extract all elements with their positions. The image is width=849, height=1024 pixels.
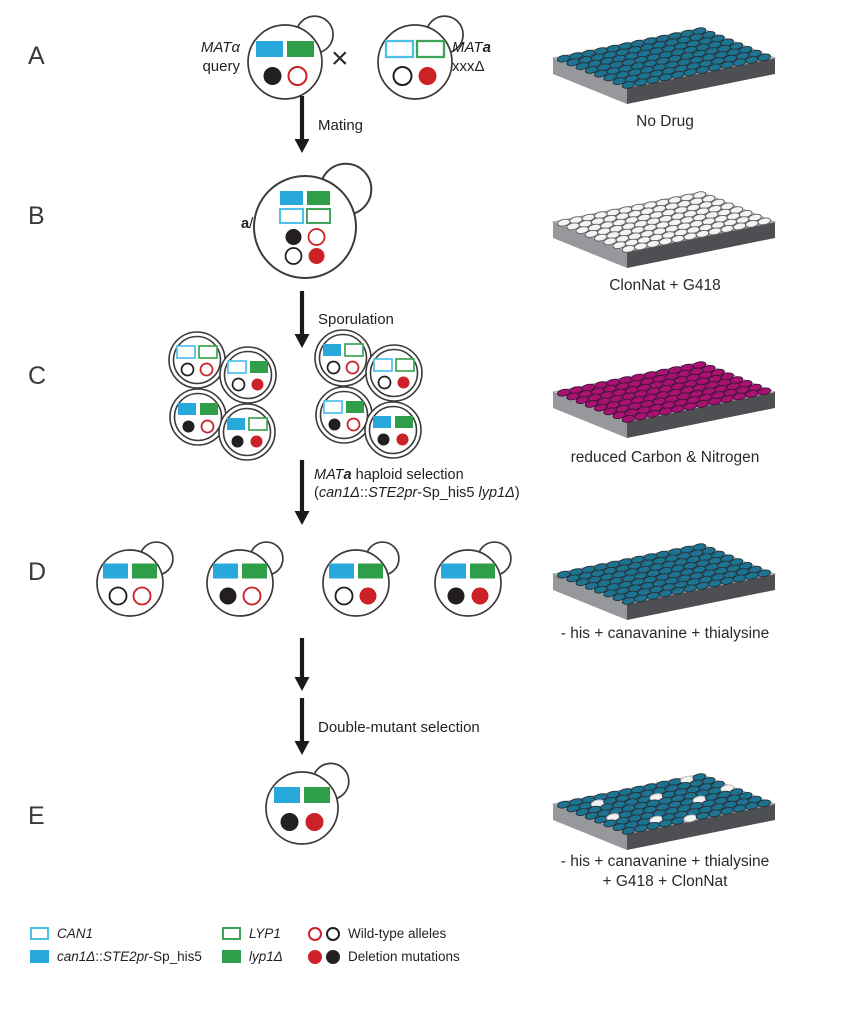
haploid-cell-4 bbox=[434, 541, 512, 617]
legend-label-can1: CAN1 bbox=[57, 926, 94, 941]
legend-label-lyp1: LYP1 bbox=[249, 926, 281, 941]
wild-type-swatches bbox=[308, 926, 340, 941]
sporulation-label: Sporulation bbox=[318, 311, 394, 328]
legend-label-deletion: Deletion mutations bbox=[348, 949, 460, 964]
plate-clonnat-g418 bbox=[551, 191, 777, 268]
tetrad-1 bbox=[168, 331, 277, 461]
plate-final-selection bbox=[551, 773, 777, 850]
legend-item-can1: CAN1 bbox=[30, 926, 93, 941]
array-cell bbox=[377, 15, 464, 100]
haploid-selection-arrow-icon bbox=[294, 460, 310, 525]
haploid-selection-label: MATa haploid selection (can1Δ::STE2pr-Sp… bbox=[314, 467, 520, 501]
down-arrow-icon bbox=[294, 638, 310, 691]
plate-label-final-selection-line2: + G418 + ClonNat bbox=[602, 873, 728, 890]
legend-item-lyp1: LYP1 bbox=[222, 926, 281, 941]
deletion-swatches bbox=[308, 949, 340, 964]
panel-letter-b: B bbox=[28, 202, 45, 230]
tetrad-2 bbox=[314, 329, 423, 459]
double-mutant-label: Double-mutant selection bbox=[318, 719, 480, 736]
diploid-cell bbox=[253, 162, 373, 279]
cross-icon: × bbox=[331, 42, 349, 75]
legend-item-can1-deletion: can1Δ::STE2pr-Sp_his5 bbox=[30, 949, 202, 964]
mating-arrow-icon bbox=[294, 96, 310, 153]
panel-letter-d: D bbox=[28, 558, 47, 586]
haploid-cell-2 bbox=[206, 541, 284, 617]
legend-item-deletion: Deletion mutations bbox=[308, 949, 460, 964]
plate-his-canavanine-thialysine bbox=[551, 543, 777, 620]
sporulation-arrow-icon bbox=[294, 291, 310, 348]
array-strain-label: MATa xxxΔ bbox=[452, 39, 491, 75]
plate-label-his-canavanine-thialysine: - his + canavanine + thialysine bbox=[560, 625, 770, 642]
plate-label-no-drug: No Drug bbox=[636, 113, 694, 130]
lyp1-deletion-swatch bbox=[222, 950, 241, 963]
legend-label-lyp1-deletion: lyp1Δ bbox=[249, 949, 283, 964]
plate-label-clonnat-g418: ClonNat + G418 bbox=[609, 277, 721, 294]
plate-label-final-selection-line1: - his + canavanine + thialysine bbox=[560, 853, 770, 870]
can1-swatch bbox=[30, 927, 49, 940]
double-mutant-cell bbox=[265, 762, 350, 845]
legend-item-lyp1-deletion: lyp1Δ bbox=[222, 949, 283, 964]
panel-letter-c: C bbox=[28, 362, 47, 390]
haploid-cell-1 bbox=[96, 541, 174, 617]
plate-reduced-carbon-nitrogen bbox=[551, 361, 777, 438]
query-cell bbox=[247, 15, 334, 100]
plate-no-drug bbox=[551, 27, 777, 104]
panel-letter-a: A bbox=[28, 42, 45, 70]
haploid-cell-3 bbox=[322, 541, 400, 617]
legend-label-wild-type: Wild-type alleles bbox=[348, 926, 447, 941]
double-mutant-arrow-icon bbox=[294, 698, 310, 755]
query-strain-label: MATα query bbox=[200, 39, 240, 75]
can1-deletion-swatch bbox=[30, 950, 49, 963]
lyp1-swatch bbox=[222, 927, 241, 940]
panel-letter-e: E bbox=[28, 802, 45, 830]
legend-label-can1-deletion: can1Δ::STE2pr-Sp_his5 bbox=[57, 949, 202, 964]
legend-item-wild-type: Wild-type alleles bbox=[308, 926, 446, 941]
plate-label-reduced-carbon-nitrogen: reduced Carbon & Nitrogen bbox=[570, 449, 760, 466]
mating-label: Mating bbox=[318, 117, 364, 134]
